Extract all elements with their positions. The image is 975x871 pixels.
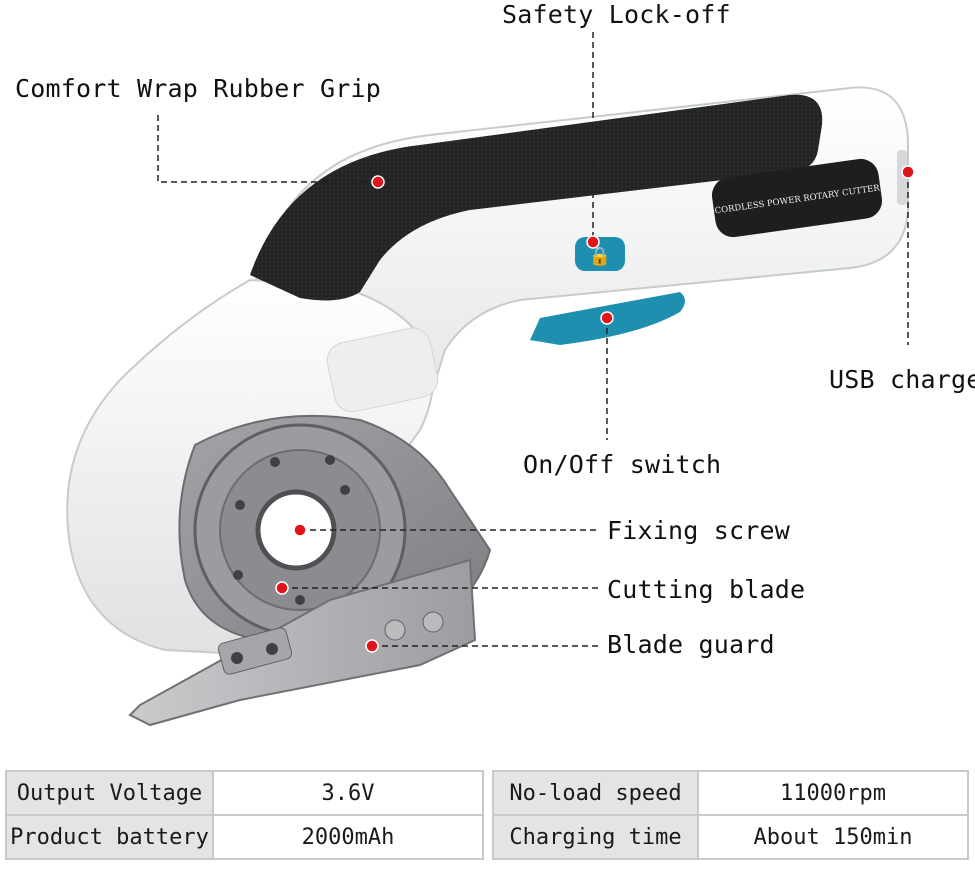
spec-value: 11000rpm bbox=[697, 770, 969, 816]
spec-label: No-load speed bbox=[492, 770, 699, 816]
product-badge bbox=[711, 158, 883, 238]
label-blade-guard: Blade guard bbox=[607, 630, 775, 659]
usb-port-panel bbox=[897, 150, 907, 205]
callout-markers bbox=[275, 165, 915, 653]
leader-lines bbox=[157, 32, 909, 647]
spec-label: Product battery bbox=[5, 814, 214, 860]
base-shoe bbox=[128, 558, 477, 727]
spec-row: No-load speed 11000rpm bbox=[492, 770, 969, 816]
label-cutting-blade: Cutting blade bbox=[607, 575, 806, 604]
spec-row: Product battery 2000mAh bbox=[5, 814, 484, 860]
spec-table-right: No-load speed 11000rpm Charging time Abo… bbox=[492, 770, 969, 860]
label-fixing-screw: Fixing screw bbox=[607, 516, 791, 545]
label-comfort-grip: Comfort Wrap Rubber Grip bbox=[15, 74, 382, 103]
spec-label: Charging time bbox=[492, 814, 699, 860]
rubber-grip bbox=[250, 94, 823, 301]
spec-row: Output Voltage 3.6V bbox=[5, 770, 484, 816]
spec-value: 2000mAh bbox=[212, 814, 484, 860]
spec-value: 3.6V bbox=[212, 770, 484, 816]
bolt-holes bbox=[233, 455, 350, 605]
spec-value: About 150min bbox=[697, 814, 969, 860]
rotary-cutter-illustration: CORDLESS POWER ROTARY CUTTER 🔒 bbox=[66, 32, 915, 727]
side-panel bbox=[326, 327, 439, 413]
spec-table-left: Output Voltage 3.6V Product battery 2000… bbox=[5, 770, 484, 860]
spec-label: Output Voltage bbox=[5, 770, 214, 816]
label-safety-lock: Safety Lock-off bbox=[502, 0, 731, 29]
spec-row: Charging time About 150min bbox=[492, 814, 969, 860]
label-usb-charge: USB charge bbox=[829, 365, 975, 394]
lock-icon: 🔒 bbox=[589, 246, 611, 267]
label-on-off-switch: On/Off switch bbox=[523, 450, 722, 479]
